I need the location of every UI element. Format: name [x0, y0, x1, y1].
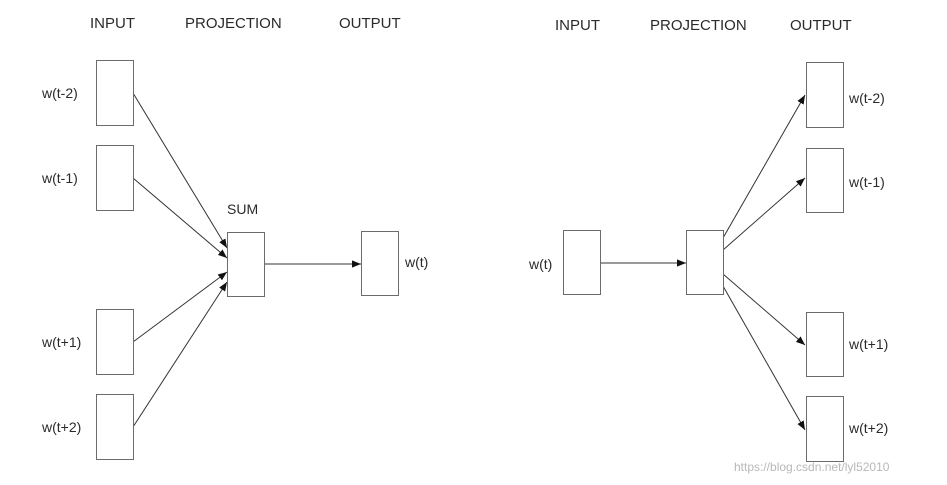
cbow-arrow-t+2	[132, 281, 228, 428]
sg-output-header: OUTPUT	[790, 17, 852, 34]
sg-arrow-t+2	[722, 285, 806, 431]
sg-arrow-t-2	[722, 94, 806, 239]
cbow-input-header: INPUT	[90, 15, 135, 32]
cbow-output-box	[361, 231, 399, 296]
watermark-url: https://blog.csdn.net/lyl52010	[734, 460, 890, 474]
cbow-projection-header: PROJECTION	[185, 15, 282, 32]
cbow-arrow-t+1	[132, 271, 228, 343]
sg-arrow-t-1	[722, 177, 806, 251]
sg-input-label: w(t)	[529, 256, 553, 272]
sg-output-box-t-1	[806, 148, 844, 213]
sg-output-box-t+2	[806, 396, 844, 462]
sg-output-box-t-2	[806, 62, 844, 128]
sg-projection-header: PROJECTION	[650, 17, 747, 34]
cbow-input-box-t+2	[96, 394, 134, 460]
sg-output-box-t+1	[806, 312, 844, 377]
sg-input-box	[563, 230, 601, 295]
sg-output-label-t+1: w(t+1)	[849, 336, 889, 352]
cbow-input-label-t-2: w(t-2)	[42, 85, 78, 101]
cbow-input-box-t+1	[96, 309, 134, 375]
cbow-output-header: OUTPUT	[339, 15, 401, 32]
cbow-arrow-t-1	[132, 177, 228, 259]
cbow-sum-label: SUM	[227, 201, 259, 217]
sg-output-label-t-2: w(t-2)	[849, 90, 885, 106]
cbow-arrow-t-2	[132, 92, 228, 249]
cbow-output-label: w(t)	[405, 254, 429, 270]
sg-projection-box	[686, 230, 724, 295]
sg-input-header: INPUT	[555, 17, 600, 34]
cbow-input-label-t+2: w(t+2)	[42, 419, 82, 435]
cbow-projection-box	[227, 232, 265, 297]
sg-arrow-t+1	[722, 273, 806, 346]
sg-output-label-t-1: w(t-1)	[849, 174, 885, 190]
sg-output-label-t+2: w(t+2)	[849, 420, 889, 436]
cbow-input-box-t-1	[96, 145, 134, 211]
cbow-input-label-t-1: w(t-1)	[42, 170, 78, 186]
cbow-input-label-t+1: w(t+1)	[42, 334, 82, 350]
cbow-input-box-t-2	[96, 60, 134, 126]
